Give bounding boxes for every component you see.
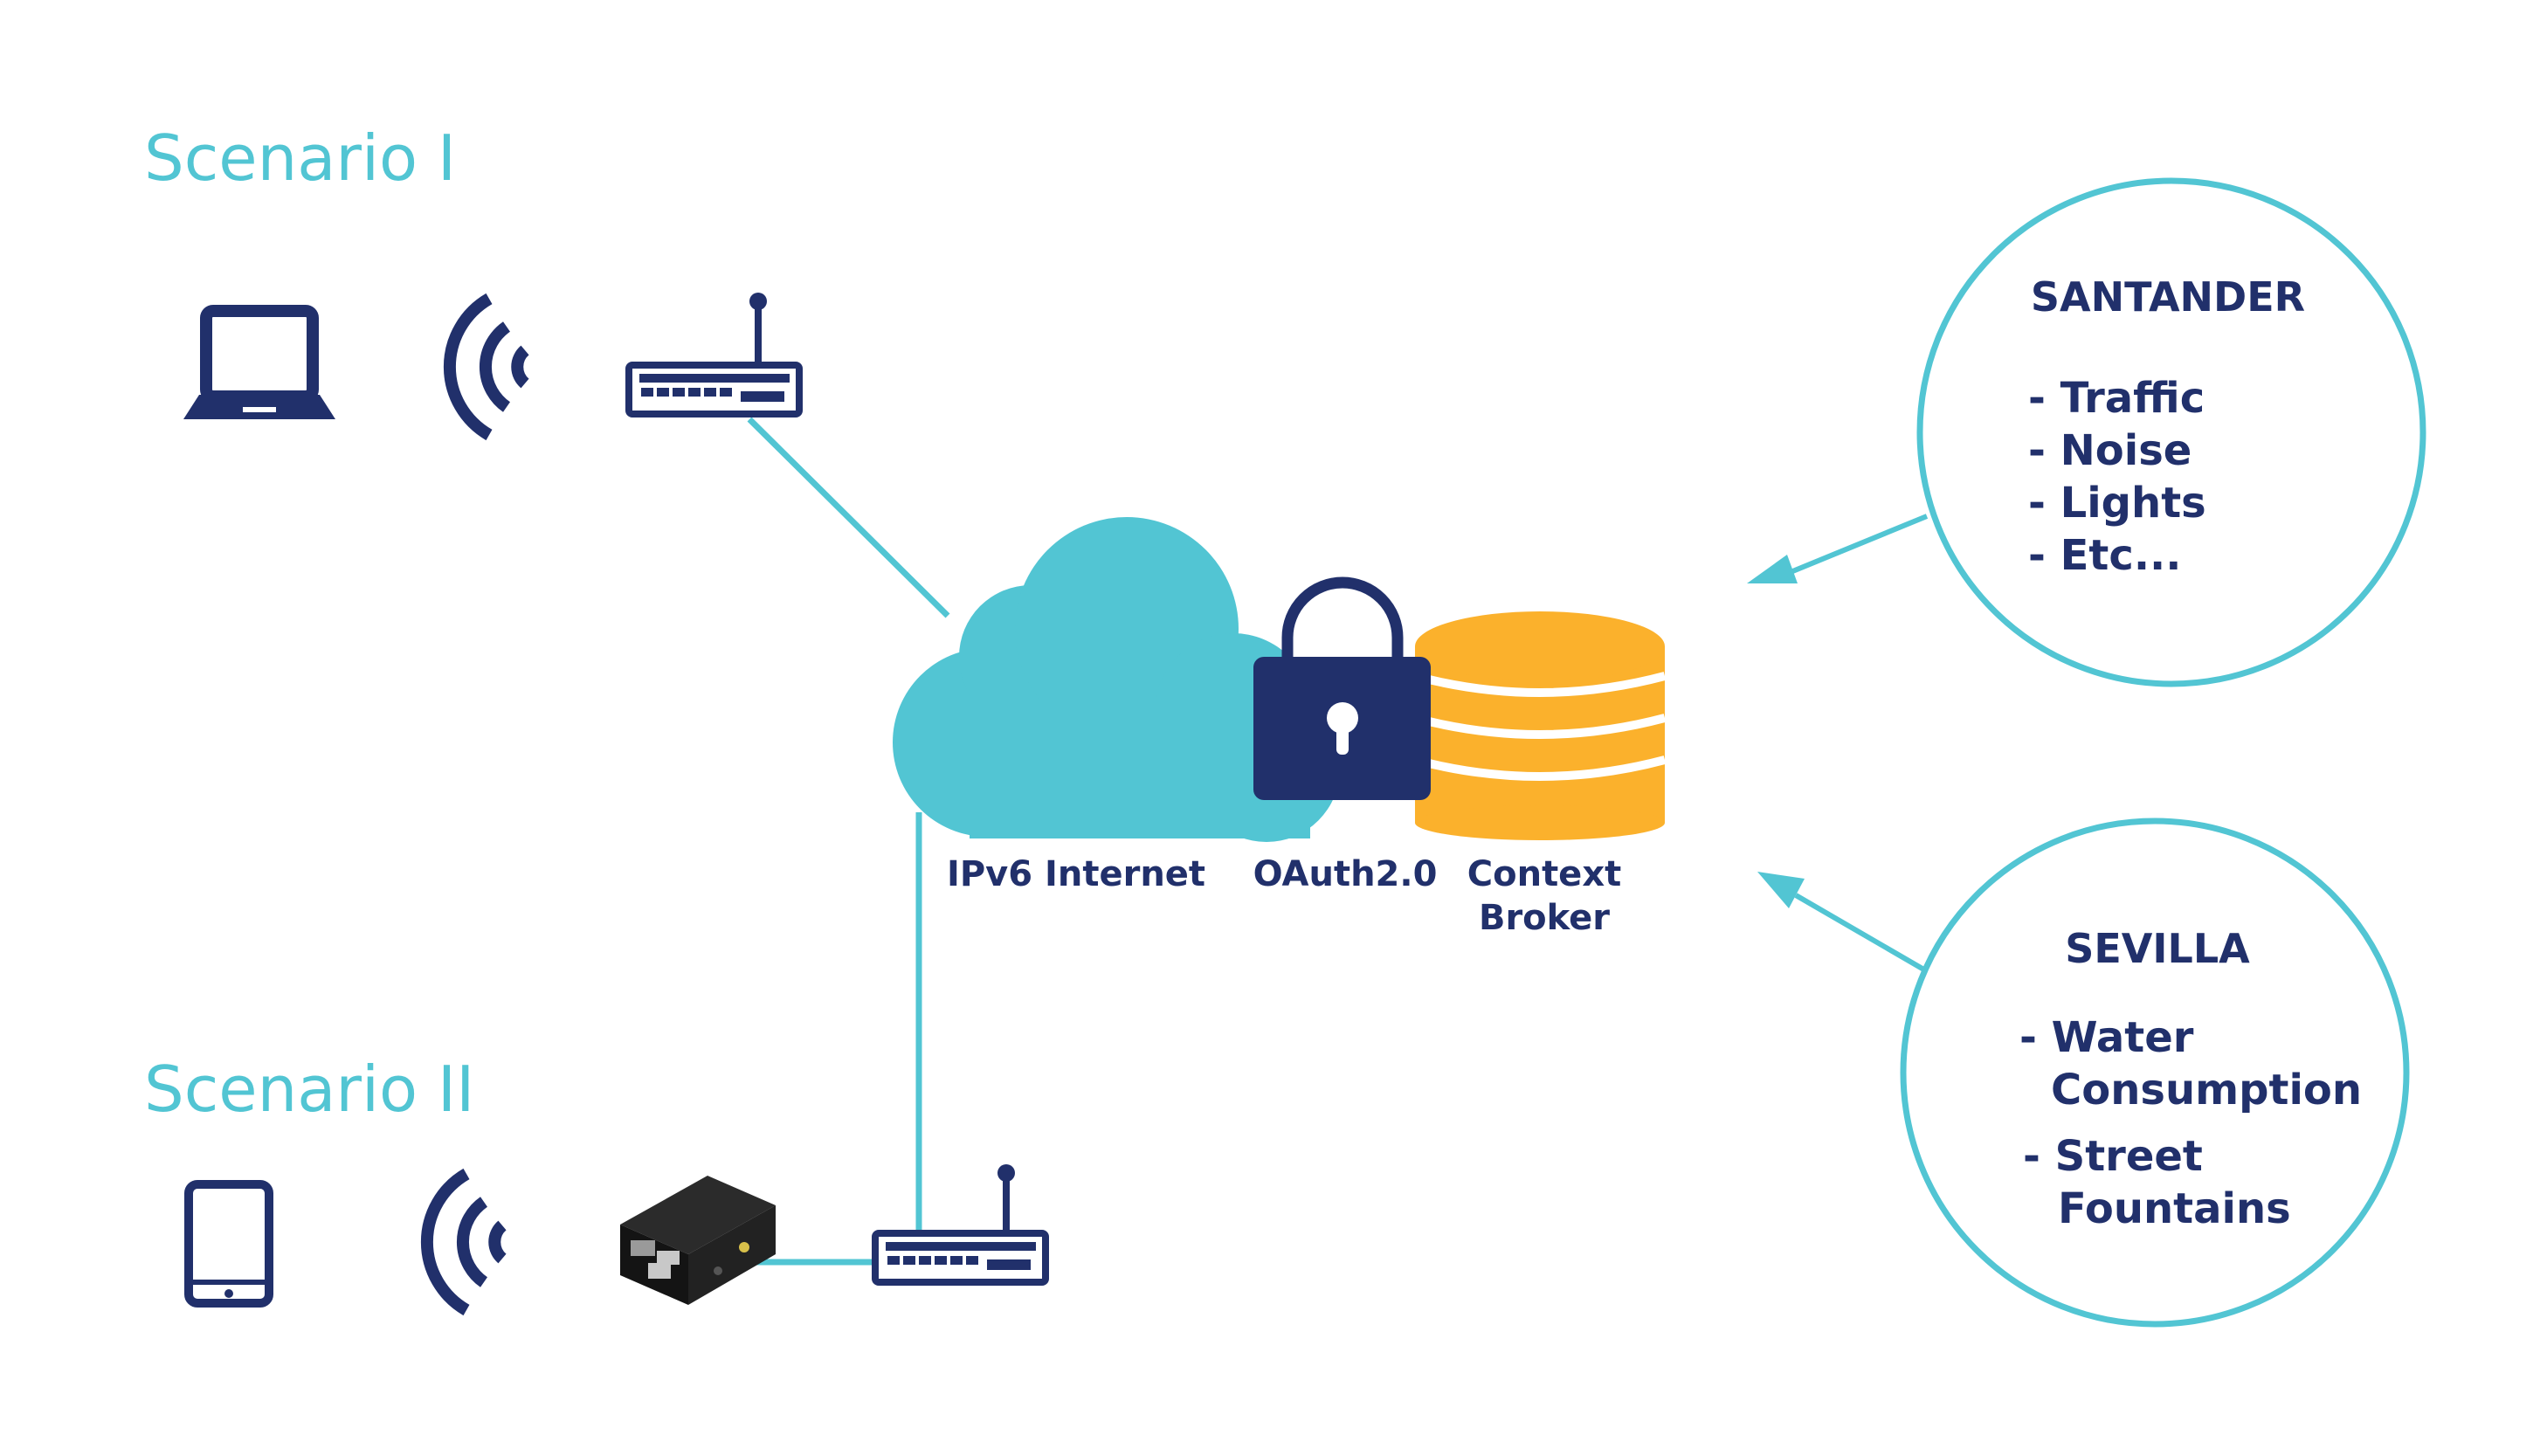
wifi-icon bbox=[420, 1168, 507, 1316]
router-icon bbox=[872, 1164, 1049, 1286]
laptop-icon bbox=[183, 305, 335, 419]
broker-label-line2: Broker bbox=[1479, 898, 1610, 938]
santander-title: SANTANDER bbox=[2031, 273, 2305, 321]
cloud-label: IPv6 Internet bbox=[947, 854, 1205, 894]
santander-item: - Traffic bbox=[2028, 374, 2205, 423]
link-router1-cloud bbox=[747, 417, 950, 618]
lock-icon bbox=[1253, 576, 1431, 800]
santander-item: - Etc... bbox=[2028, 531, 2182, 580]
sevilla-item: - Water bbox=[2019, 1013, 2194, 1062]
sevilla-item: Fountains bbox=[2058, 1184, 2291, 1233]
raspberry-pi-icon bbox=[620, 1176, 776, 1305]
santander-item: - Lights bbox=[2028, 479, 2206, 528]
scenario-1-title: Scenario I bbox=[144, 121, 456, 195]
sevilla-item: Consumption bbox=[2051, 1066, 2362, 1114]
sevilla-title: SEVILLA bbox=[2065, 925, 2250, 972]
tablet-icon bbox=[184, 1180, 273, 1308]
arrow-sevilla bbox=[1757, 872, 1929, 974]
broker-label-line1: Context bbox=[1467, 854, 1621, 894]
database-icon bbox=[1413, 611, 1667, 840]
sevilla-node: SEVILLA - Water Consumption - Street Fou… bbox=[1900, 818, 2410, 1328]
wifi-icon bbox=[443, 293, 529, 441]
router-icon bbox=[625, 293, 803, 417]
scenario-2-title: Scenario II bbox=[144, 1052, 474, 1126]
arrow-santander bbox=[1747, 514, 1929, 583]
santander-node: SANTANDER - Traffic - Noise - Lights - E… bbox=[1916, 177, 2426, 687]
sevilla-item: - Street bbox=[2023, 1132, 2203, 1181]
santander-item: - Noise bbox=[2028, 426, 2192, 475]
oauth-label: OAuth2.0 bbox=[1253, 854, 1438, 894]
